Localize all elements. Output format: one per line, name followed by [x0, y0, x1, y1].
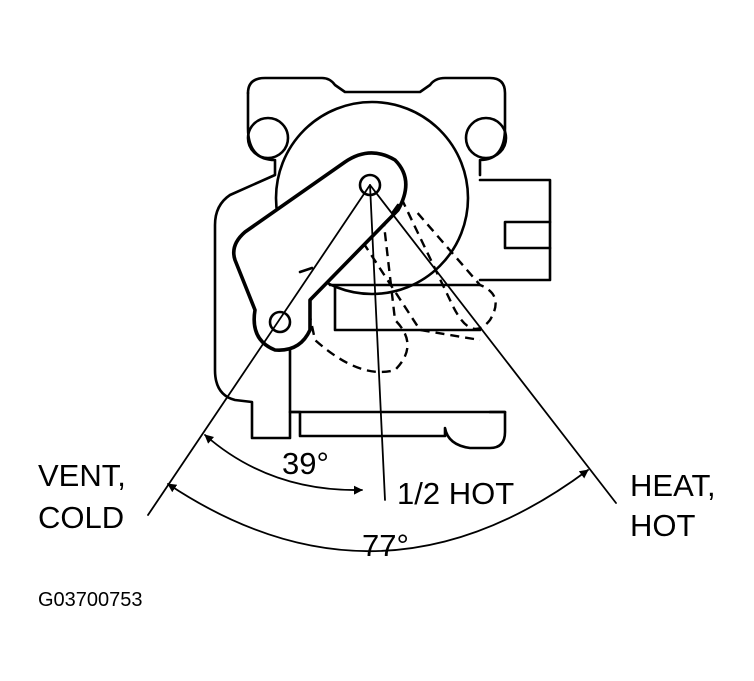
vent-cold-label-line1: VENT, — [38, 458, 126, 493]
heat-hot-label-line2: HOT — [630, 508, 696, 543]
heat-hot-label-line1: HEAT, — [630, 468, 716, 503]
heat-hot-line — [369, 184, 617, 504]
half-hot-line — [369, 184, 386, 501]
figure-code: G03700753 — [38, 589, 143, 611]
actuator-arm — [231, 151, 408, 352]
vent-cold-label-line2: COLD — [38, 500, 125, 535]
half-hot-label: 1/2 HOT — [397, 476, 515, 511]
alternate-arm-positions — [298, 169, 497, 374]
angle-77-label: 77° — [362, 528, 409, 563]
angle-39-label: 39° — [282, 446, 329, 481]
angle-reference-lines — [147, 184, 617, 516]
vent-cold-line — [147, 184, 371, 516]
angle-arc-77 — [167, 469, 589, 552]
